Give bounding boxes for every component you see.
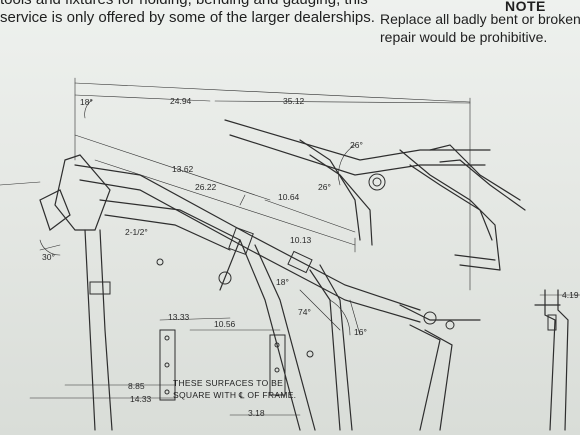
dim-3-18: 3.18 [248, 408, 265, 418]
dim-18-low: 18° [276, 277, 289, 287]
dim-4-19: 4.19 [562, 290, 579, 300]
caption-line-2: SQUARE WITH ℄ OF FRAME. [173, 390, 296, 400]
dim-8-85: 8.85 [128, 381, 145, 391]
dim-13-62: 13.62 [172, 164, 194, 174]
dim-2-half: 2-1/2° [125, 227, 148, 237]
dim-10-64: 10.64 [278, 192, 300, 202]
dim-74: 74° [298, 307, 311, 317]
frame-tubes [39, 119, 569, 431]
dim-26-mid: 26° [318, 182, 331, 192]
dimension-lines [0, 77, 580, 416]
dim-18-top: 18° [80, 97, 93, 107]
dim-14-33: 14.33 [130, 394, 152, 404]
note-heading: NOTE [505, 0, 546, 14]
dim-24-94: 24.94 [170, 96, 192, 106]
frame-brackets [89, 173, 557, 401]
note-text-line-2: repair would be prohibitive. [380, 29, 548, 45]
dim-26-top: 26° [350, 140, 363, 150]
intro-text-line-1: tools and fixtures for holding, bending … [0, 0, 368, 9]
note-text-line-1: Replace all badly bent or broken fra [380, 11, 580, 27]
dim-13-33: 13.33 [168, 312, 190, 322]
intro-text-line-2: service is only offered by some of the l… [0, 9, 375, 26]
dim-35-12: 35.12 [283, 96, 305, 106]
dim-10-13: 10.13 [290, 235, 312, 245]
dimension-labels: 18° 24.94 35.12 26° 26° 13.62 26.22 10.6… [42, 96, 579, 418]
dim-10-56: 10.56 [214, 319, 236, 329]
caption-line-1: THESE SURFACES TO BE [173, 378, 283, 388]
dim-30: 30° [42, 252, 55, 262]
dim-26-22: 26.22 [195, 182, 217, 192]
dim-16: 16° [354, 327, 367, 337]
